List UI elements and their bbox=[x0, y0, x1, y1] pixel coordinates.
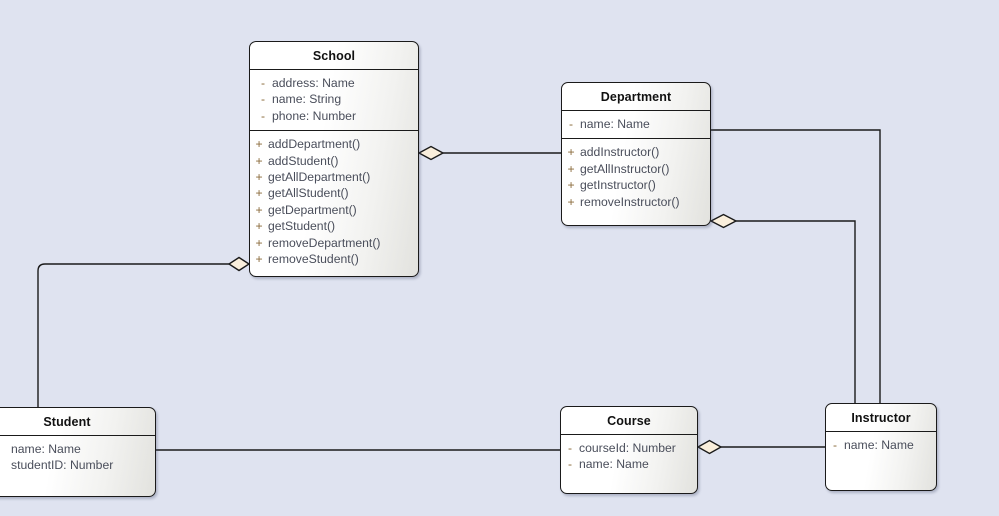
edge-school-student bbox=[37, 263, 229, 407]
method-label: removeStudent() bbox=[268, 252, 359, 267]
visibility-marker: + bbox=[255, 186, 263, 201]
visibility-marker: + bbox=[255, 219, 263, 234]
method-label: removeInstructor() bbox=[580, 194, 680, 209]
method-label: getStudent() bbox=[268, 219, 336, 234]
visibility-marker: + bbox=[567, 178, 575, 193]
method-row: + addStudent() bbox=[250, 153, 418, 169]
method-label: getAllInstructor() bbox=[580, 161, 670, 176]
class-title-student: Student bbox=[43, 415, 91, 429]
class-box-department[interactable]: Department - name: Name + addInstructor(… bbox=[561, 82, 711, 226]
method-label: getInstructor() bbox=[580, 178, 656, 193]
aggregation-diamond-school-department bbox=[417, 145, 445, 161]
method-row: + addDepartment() bbox=[250, 136, 418, 152]
method-label: getDepartment() bbox=[268, 202, 357, 217]
method-row: + addInstructor() bbox=[562, 144, 710, 160]
visibility-marker: + bbox=[255, 252, 263, 267]
visibility-marker: + bbox=[255, 235, 263, 250]
method-label: getAllDepartment() bbox=[268, 170, 371, 185]
attribute-row: - studentID: Number bbox=[11, 457, 155, 473]
visibility-marker: - bbox=[260, 76, 266, 90]
attribute-label: address: Name bbox=[272, 76, 355, 90]
class-title-department: Department bbox=[600, 90, 672, 104]
class-box-school[interactable]: School - address: Name - name: String - … bbox=[249, 41, 419, 277]
attribute-label: name: String bbox=[272, 92, 342, 107]
attribute-row: - name: Name bbox=[11, 441, 155, 457]
attribute-row: - name: Name bbox=[826, 437, 936, 453]
attributes-compartment-instructor: - name: Name bbox=[826, 431, 936, 459]
visibility-marker: + bbox=[567, 194, 575, 209]
visibility-marker: - bbox=[568, 117, 574, 131]
visibility-marker: + bbox=[567, 161, 575, 176]
method-row: + removeInstructor() bbox=[562, 194, 710, 210]
attribute-row: - courseId: Number bbox=[561, 440, 697, 456]
aggregation-diamond-school-student bbox=[227, 256, 251, 272]
visibility-marker: - bbox=[832, 438, 838, 452]
visibility-marker: + bbox=[255, 202, 263, 217]
attribute-row: - name: Name bbox=[561, 456, 697, 472]
class-box-student[interactable]: Student - name: Name - studentID: Number bbox=[0, 407, 156, 497]
class-box-instructor[interactable]: Instructor - name: Name bbox=[825, 403, 937, 491]
aggregation-diamond-department-instructor bbox=[709, 213, 738, 229]
aggregation-diamond-course-instructor bbox=[696, 439, 723, 455]
visibility-marker: + bbox=[255, 170, 263, 185]
visibility-marker: + bbox=[255, 153, 263, 168]
visibility-marker: - bbox=[567, 441, 573, 455]
visibility-marker: + bbox=[255, 137, 263, 152]
method-label: addStudent() bbox=[268, 153, 339, 168]
attribute-label: name: Name bbox=[579, 457, 649, 472]
method-row: + getInstructor() bbox=[562, 177, 710, 193]
attribute-label: name: Name bbox=[580, 117, 650, 131]
methods-compartment-department: + addInstructor() + getAllInstructor() +… bbox=[562, 138, 710, 216]
method-label: getAllStudent() bbox=[268, 186, 349, 201]
attribute-row: - name: Name bbox=[562, 116, 710, 132]
method-row: + removeDepartment() bbox=[250, 235, 418, 251]
method-label: addInstructor() bbox=[580, 145, 660, 160]
method-row: + removeStudent() bbox=[250, 251, 418, 267]
visibility-marker: - bbox=[567, 457, 573, 472]
method-row: + getAllDepartment() bbox=[250, 169, 418, 185]
method-row: + getAllInstructor() bbox=[562, 161, 710, 177]
attributes-compartment-student: - name: Name - studentID: Number bbox=[0, 435, 155, 480]
attribute-label: name: Name bbox=[11, 442, 81, 456]
attribute-label: courseId: Number bbox=[579, 441, 676, 455]
attributes-compartment-department: - name: Name bbox=[562, 110, 710, 138]
method-row: + getAllStudent() bbox=[250, 185, 418, 201]
attributes-compartment-course: - courseId: Number - name: Name bbox=[561, 434, 697, 479]
attribute-row: - address: Name bbox=[254, 75, 418, 91]
visibility-marker: + bbox=[567, 145, 575, 160]
visibility-marker: - bbox=[260, 92, 266, 107]
class-title-instructor: Instructor bbox=[851, 411, 911, 425]
attribute-label: studentID: Number bbox=[11, 458, 114, 473]
method-row: + getStudent() bbox=[250, 218, 418, 234]
method-label: removeDepartment() bbox=[268, 235, 381, 250]
edge-department-instructor-a bbox=[736, 220, 856, 403]
method-row: + getDepartment() bbox=[250, 202, 418, 218]
class-title-course: Course bbox=[607, 414, 651, 428]
attribute-row: - name: String bbox=[254, 91, 418, 107]
methods-compartment-school: + addDepartment() + addStudent() + getAl… bbox=[250, 130, 418, 273]
attributes-compartment-school: - address: Name - name: String - phone: … bbox=[250, 69, 418, 130]
edge-department-instructor-b bbox=[711, 129, 881, 403]
attribute-label: phone: Number bbox=[272, 108, 357, 123]
visibility-marker: - bbox=[260, 108, 266, 123]
method-label: addDepartment() bbox=[268, 137, 361, 152]
class-box-course[interactable]: Course - courseId: Number - name: Name bbox=[560, 406, 698, 494]
attribute-row: - phone: Number bbox=[254, 108, 418, 124]
attribute-label: name: Name bbox=[844, 438, 914, 452]
class-title-school: School bbox=[312, 49, 356, 63]
